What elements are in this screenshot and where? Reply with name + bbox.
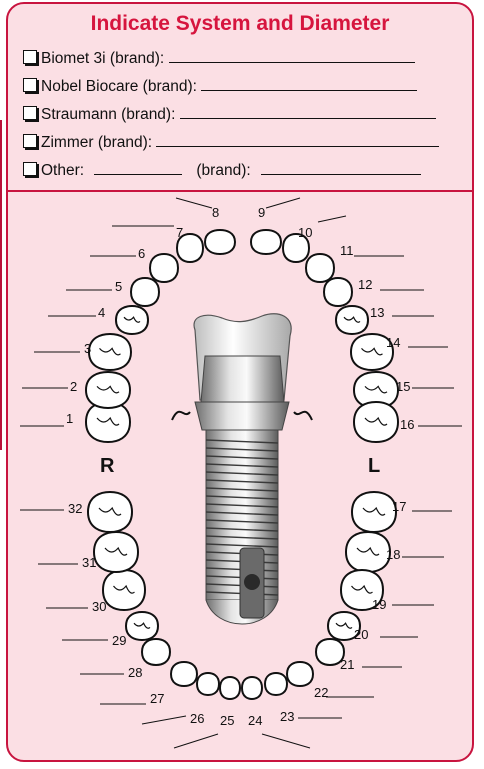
tooth-number-8: 8 <box>212 206 219 219</box>
tooth-number-18: 18 <box>386 548 400 561</box>
tooth-number-5: 5 <box>115 280 122 293</box>
tooth-number-30: 30 <box>92 600 106 613</box>
tooth-number-20: 20 <box>354 628 368 641</box>
tooth-28 <box>142 639 170 665</box>
tooth-31 <box>94 532 138 572</box>
tooth-number-31: 31 <box>82 556 96 569</box>
tooth-29 <box>126 612 158 640</box>
abutment-shape <box>201 356 284 402</box>
tooth-9 <box>251 230 281 254</box>
leader-line-10 <box>318 216 346 222</box>
tooth-30 <box>103 570 145 610</box>
tooth-number-10: 10 <box>298 226 312 239</box>
tooth-number-16: 16 <box>400 418 414 431</box>
tooth-number-7: 7 <box>176 226 183 239</box>
tooth-number-29: 29 <box>112 634 126 647</box>
tooth-number-6: 6 <box>138 247 145 260</box>
right-side-label: R <box>100 455 114 478</box>
tooth-12 <box>324 278 352 306</box>
tooth-11 <box>306 254 334 282</box>
tooth-3 <box>89 334 131 370</box>
tooth-number-3: 3 <box>84 342 91 355</box>
tooth-25 <box>220 677 240 699</box>
tooth-4 <box>116 306 148 334</box>
leader-line-24 <box>262 734 310 748</box>
tooth-number-14: 14 <box>386 336 400 349</box>
tooth-number-25: 25 <box>220 714 234 727</box>
tooth-13 <box>336 306 368 334</box>
tooth-17 <box>352 492 396 532</box>
leader-line-25 <box>174 734 218 748</box>
implant-illustration <box>172 314 312 624</box>
leader-line-26 <box>142 716 186 724</box>
tooth-number-32: 32 <box>68 502 82 515</box>
tooth-24 <box>242 677 262 699</box>
tooth-26 <box>197 673 219 695</box>
tooth-number-2: 2 <box>70 380 77 393</box>
tooth-22 <box>287 662 313 686</box>
tooth-number-11: 11 <box>340 244 354 257</box>
tooth-number-24: 24 <box>248 714 262 727</box>
tooth-16 <box>354 402 398 442</box>
tooth-number-21: 21 <box>340 658 354 671</box>
tooth-number-17: 17 <box>392 500 406 513</box>
leader-line-9 <box>266 198 300 208</box>
tooth-number-15: 15 <box>396 380 410 393</box>
tooth-8 <box>205 230 235 254</box>
tooth-number-13: 13 <box>370 306 384 319</box>
tooth-number-23: 23 <box>280 710 294 723</box>
tooth-27 <box>171 662 197 686</box>
tooth-number-19: 19 <box>372 598 386 611</box>
leader-line-8 <box>176 198 212 208</box>
tooth-5 <box>131 278 159 306</box>
tooth-number-22: 22 <box>314 686 328 699</box>
tooth-32 <box>88 492 132 532</box>
tooth-2 <box>86 372 130 408</box>
tooth-6 <box>150 254 178 282</box>
tooth-number-28: 28 <box>128 666 142 679</box>
left-side-label: L <box>368 455 380 478</box>
tooth-number-4: 4 <box>98 306 105 319</box>
tooth-number-26: 26 <box>190 712 204 725</box>
tooth-number-27: 27 <box>150 692 164 705</box>
tooth-23 <box>265 673 287 695</box>
tooth-number-1: 1 <box>66 412 73 425</box>
tooth-number-9: 9 <box>258 206 265 219</box>
tooth-number-12: 12 <box>358 278 372 291</box>
tooth-18 <box>346 532 390 572</box>
